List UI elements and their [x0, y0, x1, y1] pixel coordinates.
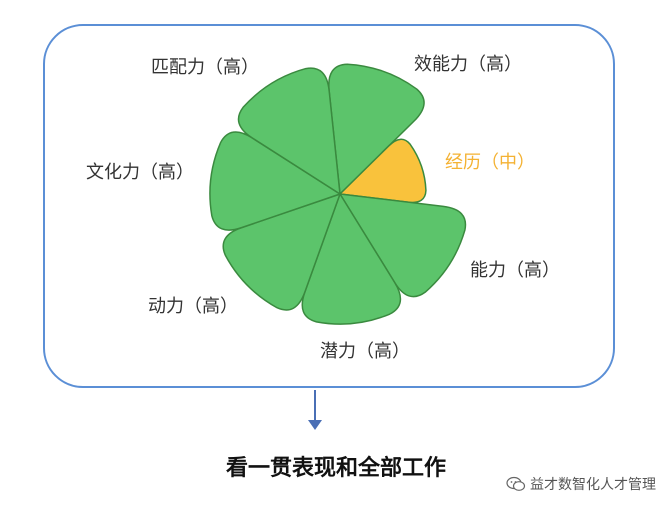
- segment-label-5: 动力（高）: [148, 296, 238, 317]
- brand-name: 益才数智化人才管理: [530, 477, 656, 493]
- down-arrow-line: [314, 390, 316, 424]
- segment-label-3: 能力（高）: [470, 260, 560, 281]
- brand-watermark: 益才数智化人才管理: [506, 474, 656, 494]
- wechat-icon: [506, 476, 526, 491]
- petal-segment-4: [301, 193, 402, 325]
- segment-label-2: 经历（中）: [445, 152, 535, 173]
- segment-label-4: 潜力（高）: [320, 341, 410, 362]
- segment-label-7: 匹配力（高）: [151, 57, 259, 78]
- petal-segment-1: [328, 63, 425, 195]
- petal-segment-3: [339, 193, 467, 298]
- segment-label-6: 文化力（高）: [86, 162, 194, 183]
- segment-label-1: 效能力（高）: [414, 54, 522, 75]
- petal-segment-7: [237, 67, 341, 195]
- diagram-frame: [43, 24, 615, 388]
- petal-segment-2: [339, 138, 427, 204]
- petal-segment-6: [209, 131, 341, 231]
- down-arrow-icon: [308, 420, 322, 430]
- diagram-caption: 看一贯表现和全部工作: [225, 456, 446, 481]
- petal-segment-5: [222, 193, 341, 311]
